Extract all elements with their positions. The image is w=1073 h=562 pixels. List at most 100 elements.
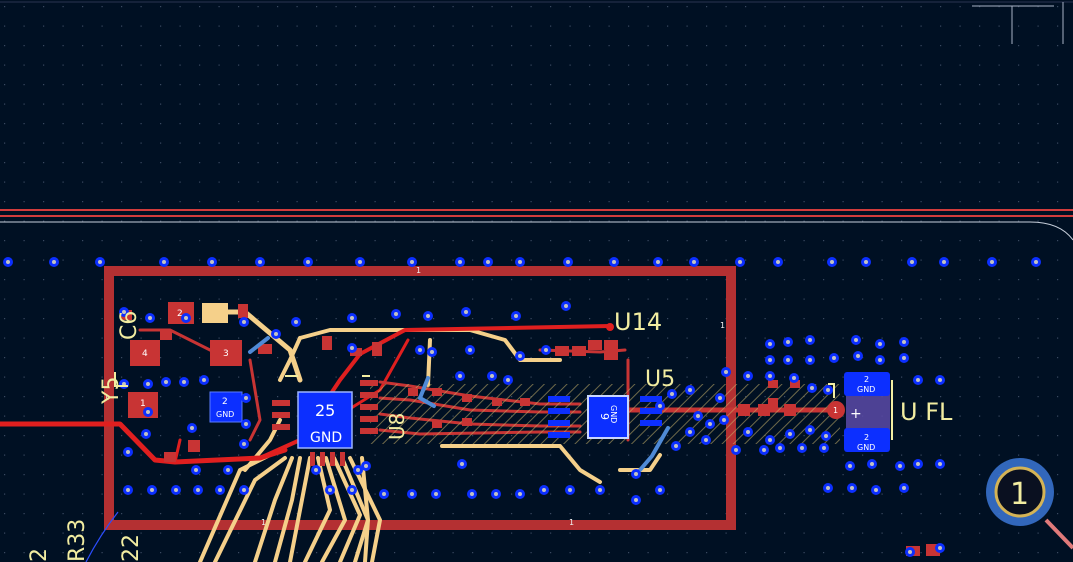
zone-label: 1 (104, 393, 109, 402)
ufl-gnd-top-pad[interactable] (844, 372, 890, 396)
y5-pad-1[interactable] (128, 392, 158, 418)
ufl-top-pad-number: 2 (864, 375, 869, 384)
via-drill (162, 260, 166, 264)
via-drill (184, 316, 188, 320)
y5-pad-3[interactable] (210, 340, 242, 366)
ufl-signal-pad-number: 1 (833, 406, 838, 415)
via-array[interactable] (3, 257, 1041, 557)
via-drill (356, 468, 360, 472)
via-drill (122, 310, 126, 314)
via-drill (850, 486, 854, 490)
zone-label: 1 (720, 321, 725, 330)
via-drill (878, 342, 882, 346)
u8-ic[interactable]: 25 GND (272, 380, 378, 466)
via-drill (564, 304, 568, 308)
inner-tracks[interactable] (248, 336, 670, 472)
rf-passives[interactable] (120, 304, 940, 556)
u14-component[interactable] (588, 323, 618, 360)
via-drill (470, 492, 474, 496)
ufl-connector[interactable]: 2 GND 2 GND 1 + (827, 372, 893, 452)
u5-component[interactable]: 9 GND (548, 395, 662, 439)
via-drill (942, 260, 946, 264)
via-drill (786, 340, 790, 344)
y5-pad-4[interactable] (130, 340, 160, 366)
via-drill (126, 488, 130, 492)
ufl-gnd-bottom-pad[interactable] (844, 428, 890, 452)
designator-u8: U8 (385, 413, 409, 440)
via-drill (164, 380, 168, 384)
via-drill (490, 374, 494, 378)
designator-u5: U5 (645, 367, 675, 392)
gnd-pad-number: 2 (222, 397, 228, 407)
u8-pad-net: GND (310, 430, 342, 446)
via-drill (306, 260, 310, 264)
via-drill (350, 346, 354, 350)
via-drill (148, 316, 152, 320)
via-drill (426, 314, 430, 318)
u8-exposed-pad[interactable] (297, 391, 353, 449)
via-drill (656, 260, 660, 264)
ufl-signal-pad[interactable] (827, 401, 845, 419)
via-drill (738, 260, 742, 264)
via-drill (874, 488, 878, 492)
zone-label: 1 (416, 266, 421, 275)
via-drill (410, 260, 414, 264)
via-drill (916, 378, 920, 382)
gnd-pad-y5[interactable]: 2 GND (209, 391, 243, 423)
c6-pad[interactable] (202, 303, 228, 323)
via-drill (902, 340, 906, 344)
via-drill (194, 468, 198, 472)
via-drill (746, 374, 750, 378)
via-drill (826, 486, 830, 490)
y5-crystal[interactable]: 2 4 3 1 (128, 302, 242, 418)
via-drill (938, 378, 942, 382)
via-drill (788, 432, 792, 436)
via-drill (458, 260, 462, 264)
via-drill (612, 260, 616, 264)
via-drill (358, 260, 362, 264)
via-drill (856, 354, 860, 358)
u5-exposed-pad[interactable] (587, 395, 629, 439)
via-drill (832, 356, 836, 360)
y5-pad-4-label: 4 (142, 349, 148, 359)
via-drill (244, 422, 248, 426)
via-drill (418, 348, 422, 352)
via-drill (598, 488, 602, 492)
via-drill (242, 488, 246, 492)
via-drill (150, 488, 154, 492)
via-drill (902, 356, 906, 360)
via-drill (634, 498, 638, 502)
via-drill (848, 464, 852, 468)
silkscreen-designators: C6 Y5 U14 U5 U FL R33 22 2 U8 (27, 308, 953, 562)
layer-marker-badge[interactable]: 1 (986, 458, 1073, 550)
via-drill (692, 260, 696, 264)
via-drill (486, 260, 490, 264)
u5-pad-net: GND (609, 405, 618, 423)
via-drill (364, 464, 368, 468)
via-drill (778, 446, 782, 450)
zone-number-labels: 1 1 1 1 1 (104, 266, 725, 527)
via-drill (722, 418, 726, 422)
via-drill (938, 462, 942, 466)
via-drill (394, 312, 398, 316)
via-drill (826, 388, 830, 392)
via-drill (202, 378, 206, 382)
via-drill (226, 468, 230, 472)
via-drill (878, 358, 882, 362)
via-drill (808, 428, 812, 432)
via-drill (792, 376, 796, 380)
via-drill (494, 492, 498, 496)
via-drill (674, 444, 678, 448)
via-drill (768, 374, 772, 378)
via-drill (518, 260, 522, 264)
via-drill (410, 492, 414, 496)
via-drill (830, 260, 834, 264)
via-drill (688, 430, 692, 434)
via-drill (566, 260, 570, 264)
via-drill (458, 374, 462, 378)
ufl-bottom-pad-number: 2 (864, 433, 869, 442)
y5-pad-3-label: 3 (223, 349, 229, 359)
